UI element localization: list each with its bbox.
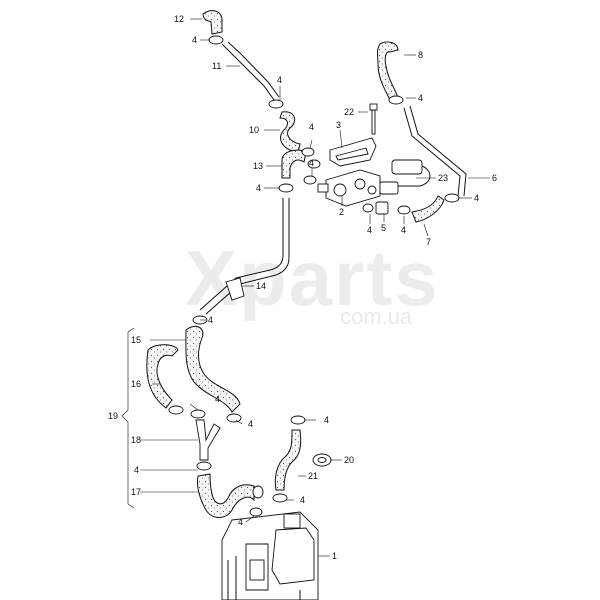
- clamp: [208, 35, 224, 45]
- clamp: [278, 183, 294, 193]
- callout-17: 17: [131, 487, 141, 497]
- callout-16: 16: [131, 379, 141, 389]
- clamp: [168, 405, 184, 415]
- callout-3: 3: [336, 120, 341, 130]
- callout-4: 4: [474, 193, 479, 203]
- group-19-bracket: [121, 327, 135, 509]
- leader-lines: [140, 18, 490, 557]
- clamp: [307, 159, 321, 169]
- hose-8: [377, 41, 399, 101]
- callout-4: 4: [309, 122, 314, 132]
- valve-block-2: [317, 169, 381, 207]
- callout-20: 20: [344, 455, 354, 465]
- clamp: [268, 99, 284, 109]
- y-piece-18: [195, 419, 221, 461]
- callout-8: 8: [418, 50, 423, 60]
- callout-4: 4: [134, 465, 139, 475]
- callout-10: 10: [249, 125, 259, 135]
- callout-4: 4: [277, 75, 282, 85]
- callout-22: 22: [344, 107, 354, 117]
- callout-4: 4: [324, 415, 329, 425]
- callout-18: 18: [131, 435, 141, 445]
- callout-4: 4: [208, 315, 213, 325]
- callout-4: 4: [192, 35, 197, 45]
- pipe-14: [199, 198, 290, 315]
- clamp: [444, 193, 460, 203]
- hose-15: [185, 325, 241, 413]
- callout-5: 5: [381, 223, 386, 233]
- clamp: [301, 147, 315, 157]
- callout-23: 23: [438, 173, 448, 183]
- pipe-11: [221, 41, 280, 101]
- clamp: [272, 493, 288, 503]
- clamp: [196, 461, 212, 471]
- clamp: [290, 415, 306, 425]
- watermark-domain: com.ua: [340, 304, 413, 329]
- hose-12: [202, 10, 223, 35]
- callout-19: 19: [108, 411, 118, 421]
- callout-4: 4: [418, 93, 423, 103]
- clamp: [303, 175, 317, 185]
- hose-17: [197, 473, 255, 518]
- callout-4: 4: [401, 225, 406, 235]
- callout-6: 6: [492, 173, 497, 183]
- callout-1: 1: [332, 551, 337, 561]
- callout-13: 13: [253, 161, 263, 171]
- grommet-20: [312, 453, 332, 467]
- callout-4: 4: [256, 183, 261, 193]
- callout-12: 12: [174, 14, 184, 24]
- clamp: [397, 205, 411, 215]
- clamp: [226, 413, 242, 423]
- hose-21: [274, 429, 302, 491]
- callout-15: 15: [131, 335, 141, 345]
- callout-11: 11: [212, 61, 221, 71]
- pipe-6: [403, 105, 467, 197]
- hose-16: [146, 344, 179, 409]
- callout-4: 4: [248, 419, 253, 429]
- bracket-3: [329, 137, 377, 167]
- callout-4: 4: [309, 158, 314, 168]
- callout-21: 21: [308, 471, 318, 481]
- callout-7: 7: [426, 237, 431, 247]
- callout-4: 4: [238, 517, 243, 527]
- clamp: [190, 409, 206, 419]
- hose-7: [411, 195, 445, 223]
- bolt-22: [369, 103, 378, 135]
- unit-1: [221, 511, 319, 600]
- cap-5: [375, 201, 389, 215]
- clamp: [388, 95, 404, 105]
- hose-10: [279, 111, 301, 153]
- hose-13: [281, 149, 307, 179]
- callout-4: 4: [215, 394, 220, 404]
- clamp: [249, 507, 263, 517]
- callout-14: 14: [256, 281, 266, 291]
- connector-23: [379, 159, 431, 195]
- clamp: [362, 203, 374, 213]
- clamp: [252, 485, 264, 499]
- callout-4: 4: [367, 225, 372, 235]
- watermark-logo: Xparts: [185, 234, 440, 322]
- callout-4: 4: [300, 495, 305, 505]
- callout-2: 2: [339, 207, 344, 217]
